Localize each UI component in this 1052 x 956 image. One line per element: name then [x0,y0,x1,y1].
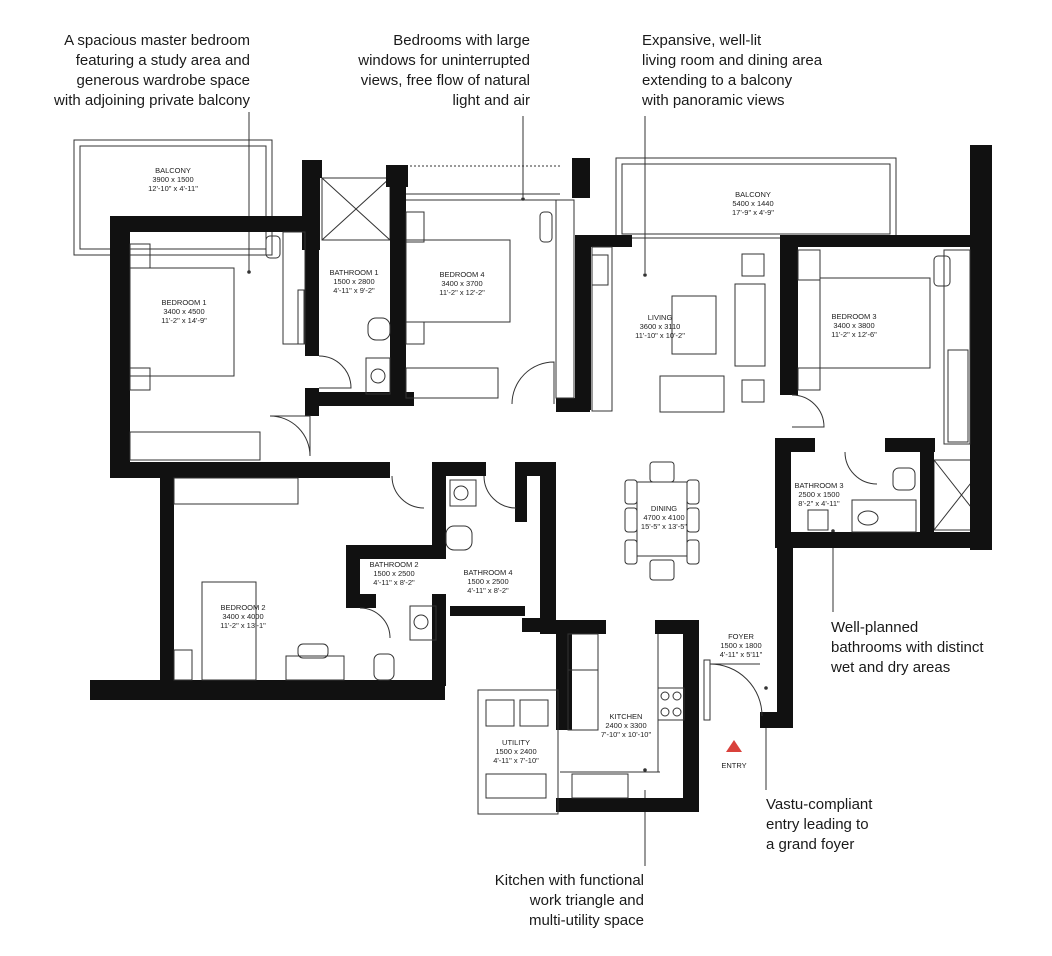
shafts [321,177,990,531]
callout-line: windows for uninterrupted [358,52,530,69]
room-bathroom2-name: BATHROOM 2 [369,560,418,569]
callout-line: Well-planned [831,619,919,636]
room-bathroom4-imperial: 4'-11" x 8'-2" [467,586,509,595]
room-utility-metric: 1500 x 2400 [495,747,536,756]
leader-dots [247,197,835,772]
callout-line: bathrooms with distinct [831,639,984,656]
room-bedroom2-name: BEDROOM 2 [220,603,265,612]
room-bedroom4-metric: 3400 x 3700 [441,279,482,288]
room-bedroom3-name: BEDROOM 3 [831,312,876,321]
callout-line: generous wardrobe space [76,72,250,89]
room-bedroom1-metric: 3400 x 4500 [163,307,204,316]
room-bathroom4-metric: 1500 x 2500 [467,577,508,586]
callout-line: multi-utility space [528,912,644,929]
callout-line: entry leading to [766,816,869,833]
room-utility-imperial: 4'-11" x 7'-10" [493,756,539,765]
room-balcony2-imperial: 17'-9" x 4'-9" [732,208,774,217]
room-utility-name: UTILITY [502,738,530,747]
callout-kitchen: Kitchen with functional work triangle an… [444,871,644,931]
room-bedroom1-name: BEDROOM 1 [161,298,206,307]
room-bathroom3-imperial: 8'-2" x 4'-11" [798,499,840,508]
room-bedroom4-imperial: 11'-2" x 12'-2" [439,288,485,297]
room-bathroom2-imperial: 4'-11" x 8'-2" [373,578,415,587]
callout-line: A spacious master bedroom [64,32,250,49]
callout-bathrooms: Well-planned bathrooms with distinct wet… [831,618,1031,678]
callout-line: Expansive, well-lit [642,32,762,49]
room-foyer-metric: 1500 x 1800 [720,641,761,650]
room-dining-metric: 4700 x 4100 [643,513,684,522]
room-living-name: LIVING [648,313,673,322]
room-bedroom1-imperial: 11'-2" x 14'-9" [161,316,207,325]
callout-line: living room and dining area [642,52,823,69]
entry-marker [726,740,742,752]
room-balcony2-name: BALCONY [735,190,771,199]
room-bathroom2-metric: 1500 x 2500 [373,569,414,578]
entry-label: ENTRY [721,761,746,770]
room-balcony1-metric: 3900 x 1500 [152,175,193,184]
room-bathroom4-name: BATHROOM 4 [463,568,512,577]
callout-line: featuring a study area and [75,52,250,69]
room-balcony2-metric: 5400 x 1440 [732,199,773,208]
callout-living: Expansive, well-lit living room and dini… [642,31,872,111]
room-bedroom2-metric: 3400 x 4000 [222,612,263,621]
callout-line: wet and dry areas [831,659,951,676]
room-bedroom2-imperial: 11'-2" x 13'-1" [220,621,266,630]
callout-line: Kitchen with functional [494,872,644,889]
callout-line: with adjoining private balcony [54,92,250,109]
room-kitchen-name: KITCHEN [610,712,643,721]
room-bathroom3-name: BATHROOM 3 [794,481,843,490]
room-bedroom4-name: BEDROOM 4 [439,270,484,279]
room-kitchen-imperial: 7'-10" x 10'-10" [601,730,652,739]
balconies [73,139,897,256]
callout-line: Vastu-compliant [766,796,873,813]
room-foyer-imperial: 4'-11" x 5'11" [720,650,763,659]
room-living-imperial: 11'-10" x 10'-2" [635,331,685,340]
callout-line: with panoramic views [642,92,785,109]
room-kitchen-metric: 2400 x 3300 [605,721,646,730]
room-bedroom3-metric: 3400 x 3800 [833,321,874,330]
room-bathroom3-metric: 2500 x 1500 [798,490,839,499]
room-bedroom3-imperial: 11'-2" x 12'-6" [831,330,877,339]
room-living-metric: 3600 x 3110 [640,322,681,331]
room-foyer-name: FOYER [728,632,754,641]
walls [90,145,992,812]
callout-bedrooms: Bedrooms with large windows for uninterr… [310,31,530,111]
callout-line: a grand foyer [766,836,855,853]
room-bathroom1-imperial: 4'-11" x 9'-2" [333,286,375,295]
room-balcony1-imperial: 12'-10" x 4'-11" [148,184,198,193]
fixtures [129,199,971,815]
room-dining-imperial: 15'-5" x 13'-5" [641,522,687,531]
callout-line: extending to a balcony [642,72,793,89]
callout-line: work triangle and [529,892,644,909]
room-balcony1-name: BALCONY [155,166,191,175]
room-bathroom1-name: BATHROOM 1 [329,268,378,277]
door-swings [269,355,878,717]
callout-master-bedroom: A spacious master bedroom featuring a st… [20,31,250,111]
callout-line: light and air [452,92,530,109]
callout-line: Bedrooms with large [393,32,530,49]
room-dining-name: DINING [651,504,677,513]
callout-entry: Vastu-compliant entry leading to a grand… [766,795,946,855]
room-bathroom1-metric: 1500 x 2800 [333,277,374,286]
callout-line: views, free flow of natural [360,72,530,89]
